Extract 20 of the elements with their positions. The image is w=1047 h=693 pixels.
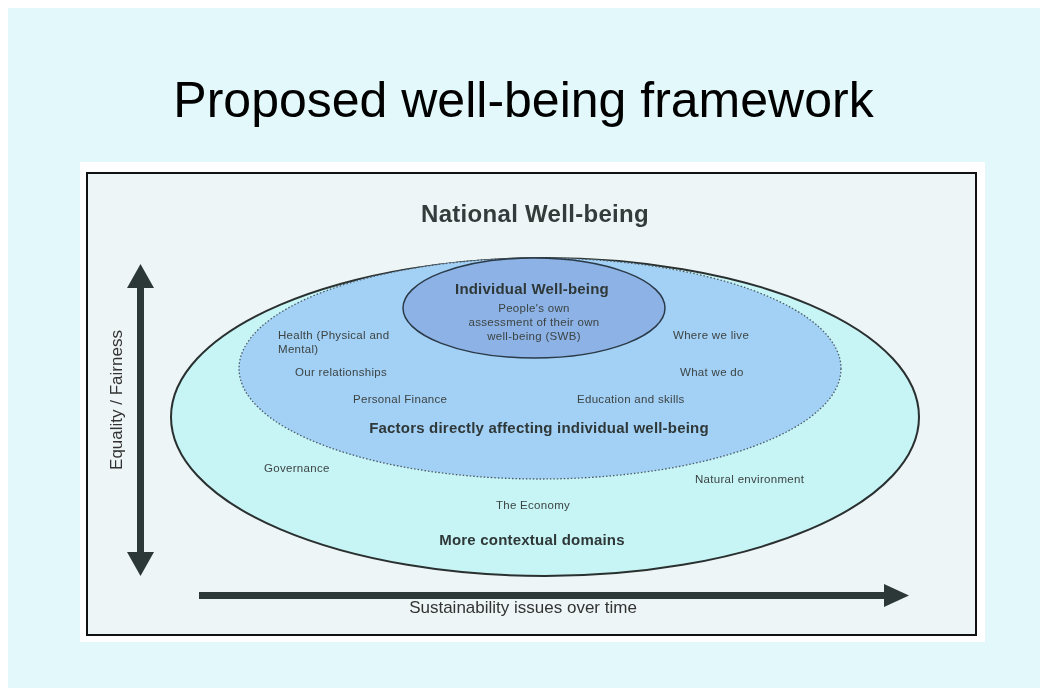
axis-label: Sustainability issues over time [409,598,637,618]
domain-label: Health (Physical and Mental) [278,328,391,356]
title: Proposed well-being framework [172,71,875,130]
frame-box [86,172,977,636]
description: People's own assessment of their own well-being (SWB) [467,301,601,343]
heading: National Well-being [420,200,650,228]
domain-label: What we do [680,365,745,379]
ellipse-heading: Individual Well-being [454,280,610,298]
axis-label: Equality / Fairness [107,330,127,470]
outer-ellipse [170,257,920,577]
inner-ellipse [402,257,666,359]
domain-label: Governance [264,461,331,475]
ellipse-heading: More contextual domains [438,531,626,549]
domain-label: Education and skills [577,392,686,406]
domain-label: Where we live [673,328,751,342]
ellipse-heading: Factors directly affecting individual well-being [368,419,710,437]
domain-label: The Economy [494,498,572,512]
domain-label: Personal Finance [353,392,449,406]
domain-label: Natural environment [695,472,806,486]
domain-label: Our relationships [295,365,389,379]
